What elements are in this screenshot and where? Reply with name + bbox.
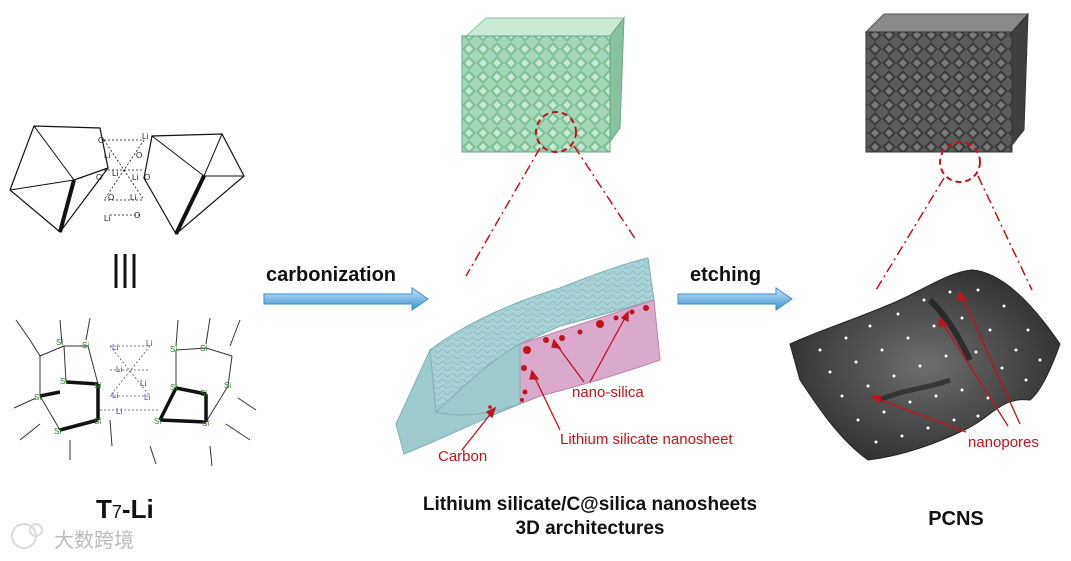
t7-li-caption-subscript: 7 (112, 502, 122, 522)
zoom-line-left (876, 178, 944, 290)
silicon-atom-label: Si (200, 344, 207, 353)
silicon-atom-label: Si (94, 381, 101, 390)
carbonization-step-label: carbonization (266, 264, 396, 287)
lithium-silicate-nanosheet-label: Lithium silicate nanosheet (560, 431, 733, 448)
t7-li-molecule-drawing: Si Si Si Si Si Si Si Si Si Si Si Si Si S… (14, 318, 256, 466)
silicon-atom-label: Si (200, 389, 207, 398)
silicon-atom-label: Si (60, 377, 67, 386)
watermark-text: 大数跨境 (54, 524, 134, 553)
silicon-atom-label: Si (154, 417, 161, 426)
lithium-atom-label: Li (112, 343, 118, 352)
green-nanosheet-cube (462, 18, 624, 152)
lithium-atom-label: Li (144, 393, 150, 402)
nano-silica-label: nano-silica (572, 384, 644, 401)
lithium-atom-label: Li (132, 173, 138, 182)
t7-li-caption-tail: -Li (122, 494, 154, 524)
lithium-atom-label: Li (112, 169, 118, 178)
gray-pcns-cube (866, 14, 1028, 152)
zoom-line-left (466, 148, 540, 276)
lithium-atom-label: Li (104, 214, 110, 223)
lithium-atom-label: Li (116, 365, 122, 374)
lithium-atom-label: Li (112, 391, 118, 400)
silicon-atom-label: Si (54, 427, 61, 436)
middle-caption-line1: Lithium silicate/C@silica nanosheets (400, 494, 780, 516)
silicon-atom-label: Si (82, 341, 89, 350)
lithium-atom-label: Li (116, 407, 122, 416)
lithium-atom-label: Li (146, 339, 152, 348)
nanopores-label: nanopores (968, 434, 1039, 451)
cage-structure-drawing (10, 126, 244, 234)
silicon-atom-label: Si (170, 345, 177, 354)
lithium-atom-label: Li (130, 193, 136, 202)
silicon-atom-label: Si (224, 381, 231, 390)
middle-caption-line2: 3D architectures (400, 518, 780, 540)
carbonization-arrow (264, 288, 428, 310)
silicon-atom-label: Si (56, 338, 63, 347)
lithium-atom-label: Li (140, 379, 146, 388)
oxygen-atom-label: O (96, 173, 102, 182)
porous-carbon-nanosheet (790, 270, 1060, 460)
oxygen-atom-label: O (98, 136, 104, 145)
oxygen-atom-label: O (136, 151, 142, 160)
lithium-atom-label: Li (142, 132, 148, 141)
equivalence-symbol (116, 254, 134, 288)
oxygen-atom-label: O (144, 173, 150, 182)
silicon-atom-label: Si (94, 417, 101, 426)
t7-li-caption-main: T (96, 494, 112, 524)
t7-li-caption: T7-Li (96, 494, 154, 525)
silicon-atom-label: Si (202, 419, 209, 428)
oxygen-atom-label: O (134, 211, 140, 220)
silicon-atom-label: Si (34, 393, 41, 402)
etching-arrow (678, 288, 792, 310)
zoom-line-right (574, 146, 636, 240)
lithium-silicate-carbon-sheet (396, 258, 660, 454)
watermark-logo-icon (12, 524, 42, 548)
etching-step-label: etching (690, 264, 761, 287)
carbon-label: Carbon (438, 448, 487, 465)
pcns-caption: PCNS (916, 508, 996, 531)
silicon-atom-label: Si (170, 383, 177, 392)
oxygen-atom-label: O (108, 193, 114, 202)
lithium-atom-label: Li (104, 151, 110, 160)
